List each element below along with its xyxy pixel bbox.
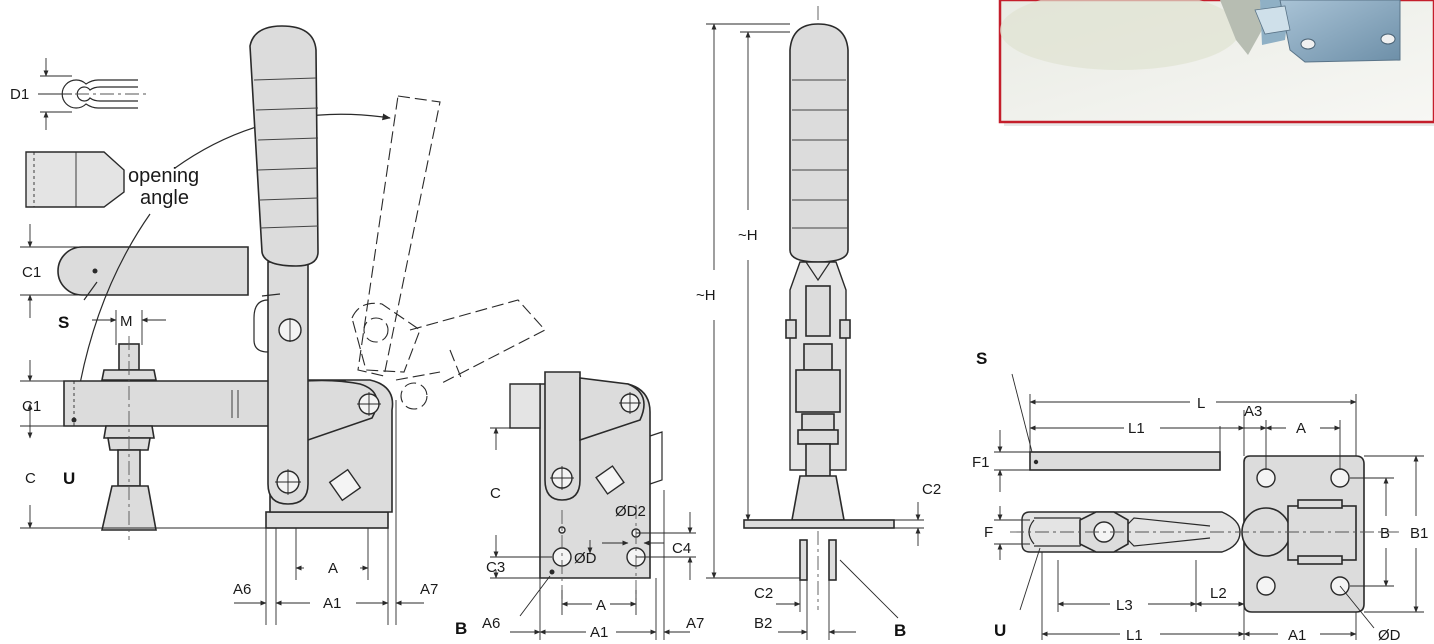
label-opening: opening <box>128 165 199 187</box>
label-od-right: ØD <box>1378 627 1401 644</box>
label-a1-left: A1 <box>323 595 341 612</box>
label-f1: F1 <box>972 454 990 471</box>
label-a1-right: A1 <box>1288 627 1306 644</box>
label-h-inner: ~H <box>738 227 758 244</box>
clamp-front-view <box>706 6 924 640</box>
label-od2: ØD2 <box>615 503 646 520</box>
label-c2-top: C2 <box>922 481 941 498</box>
label-u-left: U <box>63 469 75 488</box>
label-b-right: B <box>1380 525 1390 542</box>
label-l1-bottom: L1 <box>1126 627 1143 644</box>
label-a6-left: A6 <box>233 581 251 598</box>
clamp-top-view <box>994 373 1424 640</box>
label-angle: angle <box>140 187 189 209</box>
base-plate <box>265 511 389 529</box>
label-a6-mid: A6 <box>482 615 500 632</box>
label-a1-mid: A1 <box>590 624 608 641</box>
label-a-left: A <box>328 560 338 577</box>
label-od: ØD <box>574 550 597 567</box>
label-c3: C3 <box>486 559 505 576</box>
label-a7-mid: A7 <box>686 615 704 632</box>
label-d1: D1 <box>10 86 29 103</box>
top-view-bar <box>1029 451 1221 471</box>
label-b-mid: B <box>455 619 467 638</box>
label-b-side: B <box>894 621 906 640</box>
label-c1-spindle: C1 <box>22 264 41 281</box>
label-c-mid: C <box>490 485 501 502</box>
clamp-side-view <box>20 25 546 625</box>
detail-d1-fork <box>38 58 150 130</box>
label-a-mid: A <box>596 597 606 614</box>
dim-m <box>92 310 166 345</box>
label-l-top: L <box>1197 395 1205 412</box>
label-c2-bottom: C2 <box>754 585 773 602</box>
label-c-left: C <box>25 470 36 487</box>
label-a-right: A <box>1296 420 1306 437</box>
label-s-right: S <box>976 349 987 368</box>
label-l1-top: L1 <box>1128 420 1145 437</box>
label-a3: A3 <box>1244 403 1262 420</box>
open-position-ghost <box>351 95 546 410</box>
detail-c1-arm <box>20 224 249 318</box>
label-b1: B1 <box>1410 525 1428 542</box>
label-u-right: U <box>994 621 1006 640</box>
label-a7-left: A7 <box>420 581 438 598</box>
label-c4: C4 <box>672 540 691 557</box>
label-s-left: S <box>58 313 69 332</box>
handle-grip <box>249 25 319 267</box>
clamp-base-view <box>490 371 696 640</box>
label-f: F <box>984 524 993 541</box>
leader-s <box>83 281 98 301</box>
label-b2: B2 <box>754 615 772 632</box>
label-m: M <box>120 313 133 330</box>
label-l3: L3 <box>1116 597 1133 614</box>
spindle-tip <box>100 485 157 531</box>
detail-spindle-tip <box>25 151 125 208</box>
label-c1-arm: C1 <box>22 398 41 415</box>
label-l2: L2 <box>1210 585 1227 602</box>
label-h-outer: ~H <box>696 287 716 304</box>
product-photo-inset <box>998 0 1434 126</box>
